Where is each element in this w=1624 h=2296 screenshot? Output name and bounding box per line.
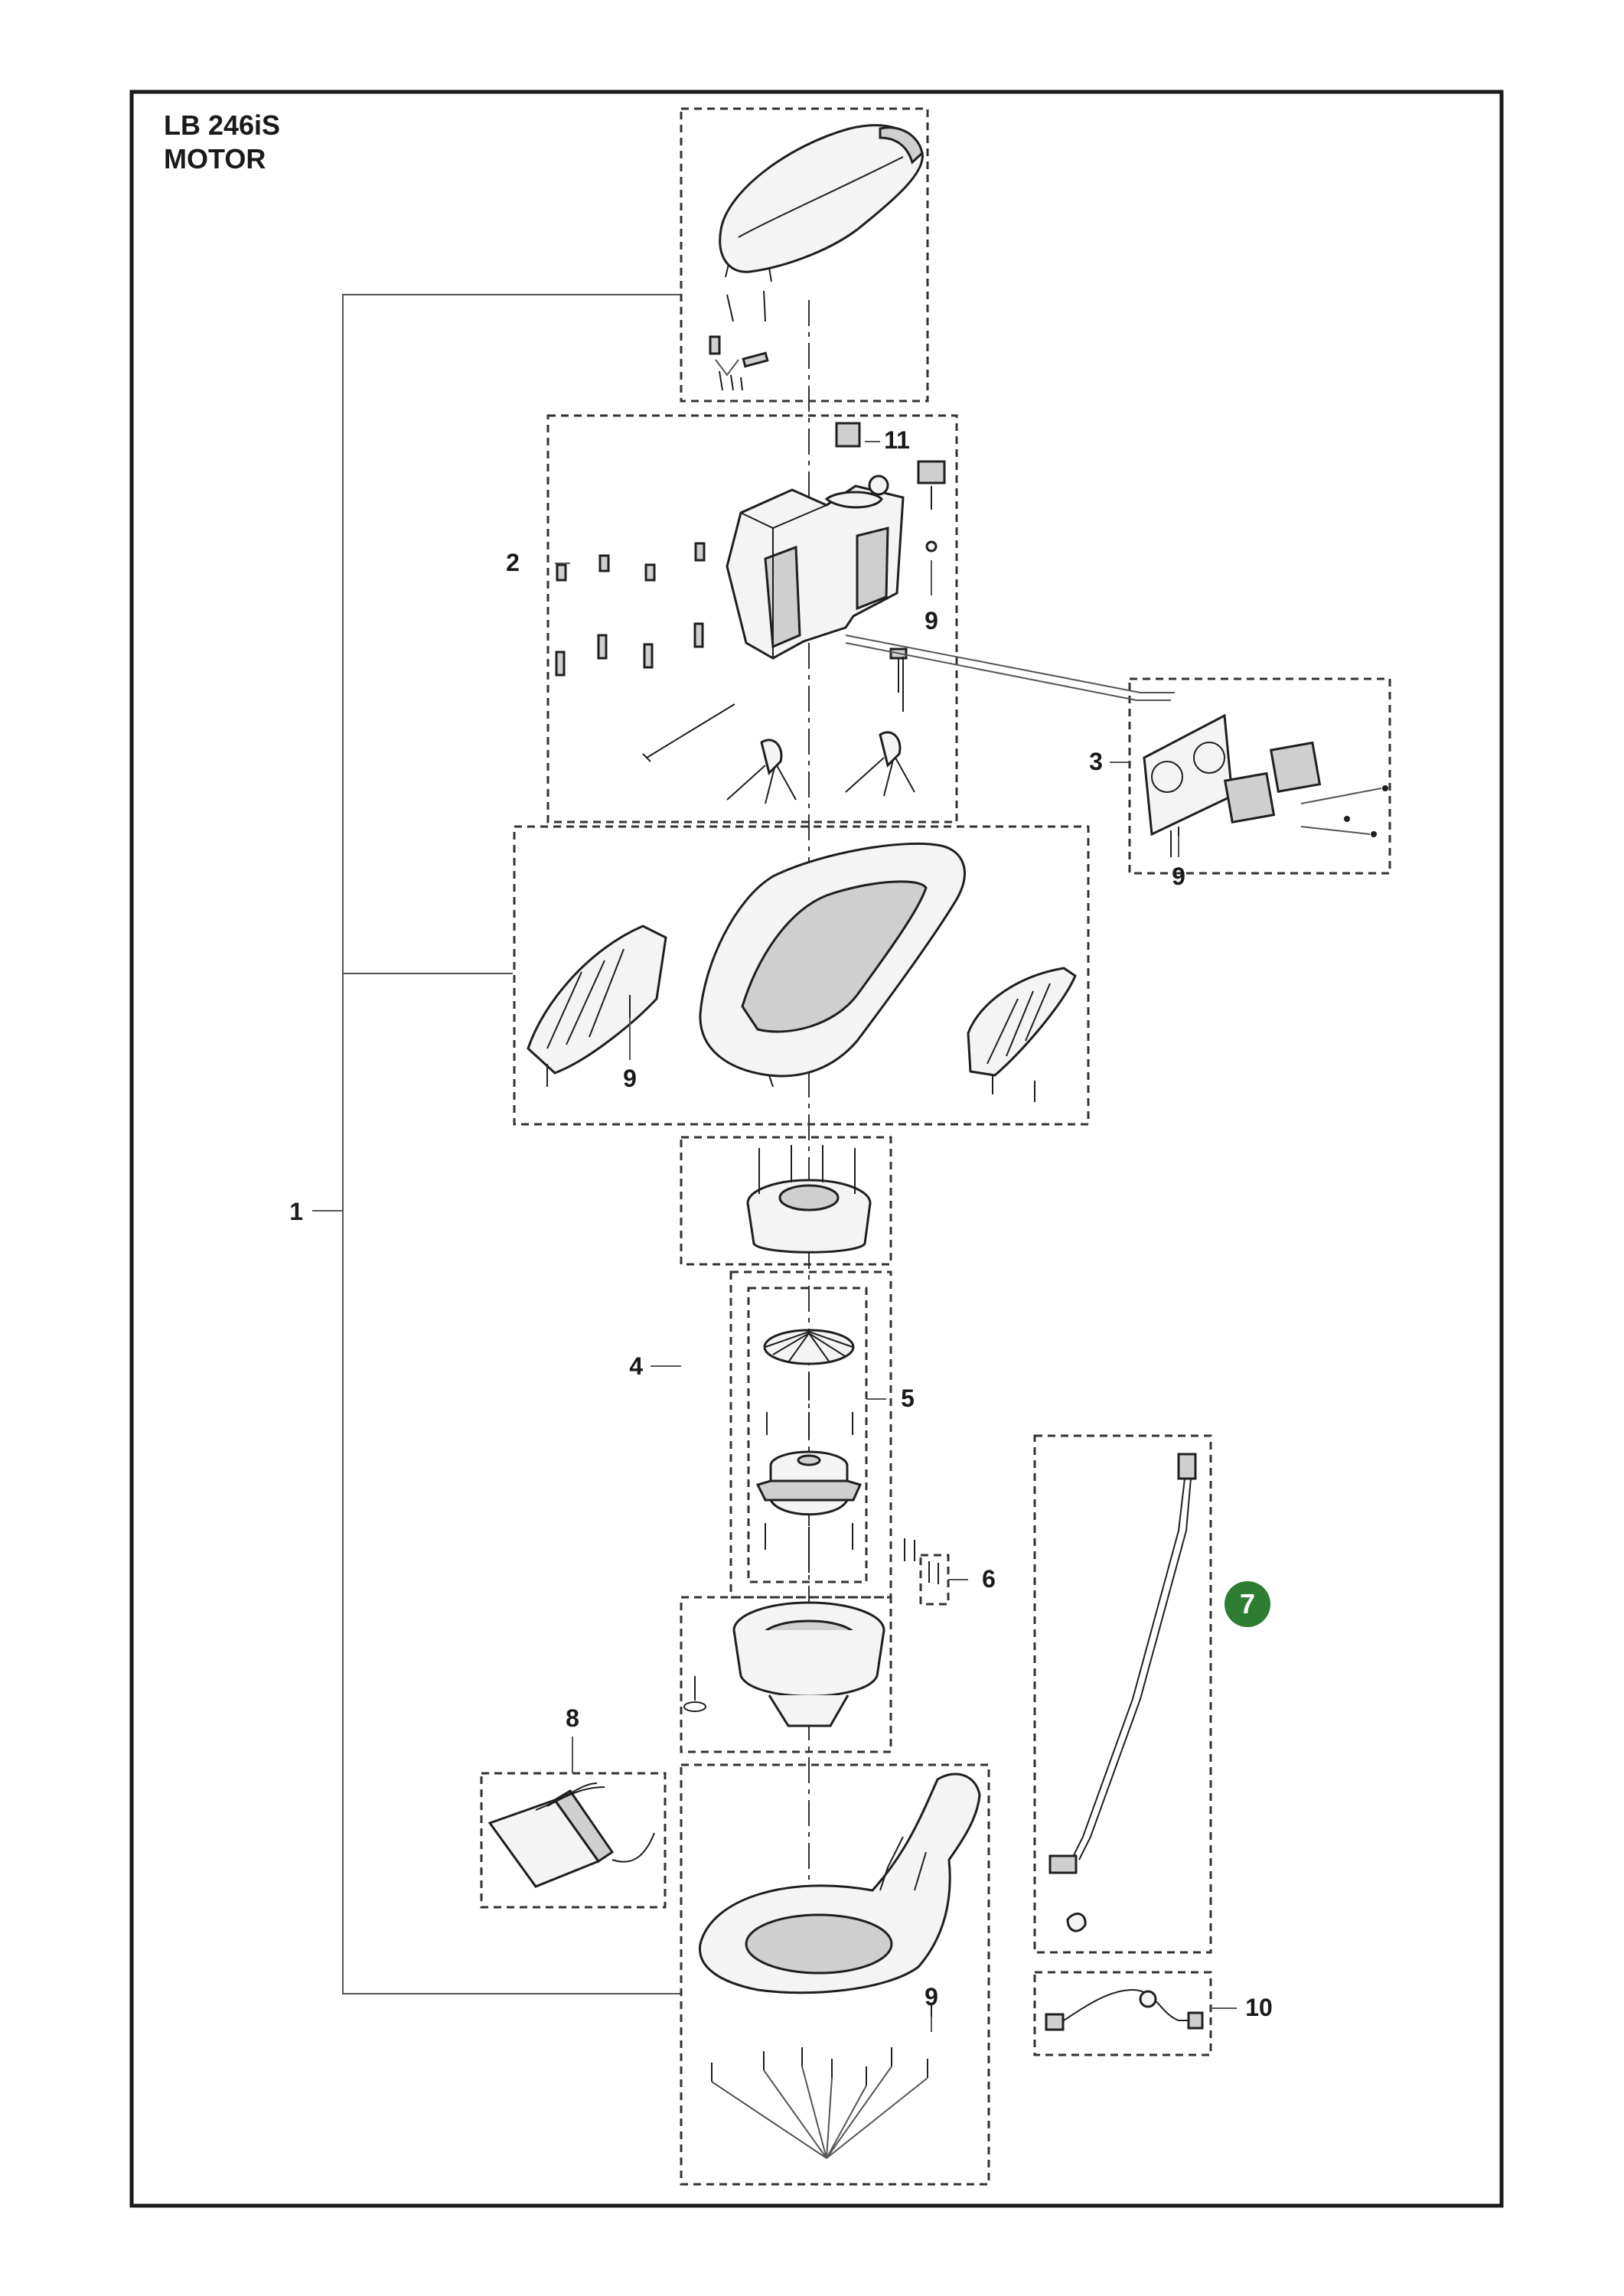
battery-charger [488, 1737, 655, 1888]
callout-7: 7 [1240, 1588, 1255, 1619]
callout-leaders [555, 441, 1237, 2032]
callout-5: 5 [901, 1384, 915, 1412]
group-box-motor-cover [680, 1136, 892, 1266]
motor-fan [763, 1329, 855, 1439]
electric-motor [755, 1450, 863, 1573]
screws-item-6 [904, 1538, 939, 1584]
group-box-fans [1128, 677, 1391, 875]
callout-9-lower: 9 [925, 1983, 938, 2011]
group-box-cable-10 [1033, 1971, 1212, 2056]
highlight-badge-7 [1225, 1581, 1270, 1627]
callout-8: 8 [566, 1704, 579, 1732]
group-box-housing [513, 825, 1090, 1126]
callout-4: 4 [629, 1352, 643, 1380]
cable-item-10 [1045, 1988, 1204, 2031]
callout-9-fans: 9 [1172, 863, 1185, 890]
lower-housing [698, 1773, 981, 2159]
battery-holder [555, 422, 1175, 804]
callout-2: 2 [506, 549, 520, 576]
cable-item-7 [1048, 1453, 1197, 1932]
bracket-item-1 [312, 294, 681, 1994]
group-box-screws-6 [919, 1554, 950, 1606]
callout-6: 6 [982, 1565, 996, 1593]
model-title: LB 246iS [164, 109, 281, 141]
main-housing [527, 842, 1077, 1102]
callout-1: 1 [289, 1198, 303, 1225]
callout-9-housing: 9 [623, 1065, 637, 1092]
group-box-battery-holder [546, 414, 958, 823]
callout-10: 10 [1245, 1994, 1273, 2021]
group-box-handle [680, 107, 929, 403]
section-title: MOTOR [164, 143, 266, 174]
callout-11: 11 [884, 426, 910, 454]
group-box-cable [1033, 1434, 1212, 1954]
group-box-motor-assembly [729, 1270, 892, 1599]
fan-assembly [1143, 713, 1388, 857]
callout-9-holder: 9 [925, 607, 938, 634]
motor-cover [746, 1145, 872, 1254]
group-box-motor-base [680, 1596, 892, 1753]
callout-3: 3 [1089, 748, 1103, 775]
handle-cover [709, 124, 924, 391]
outer-border [129, 90, 1504, 2208]
motor-base [683, 1601, 885, 1727]
group-box-motor [747, 1287, 868, 1583]
